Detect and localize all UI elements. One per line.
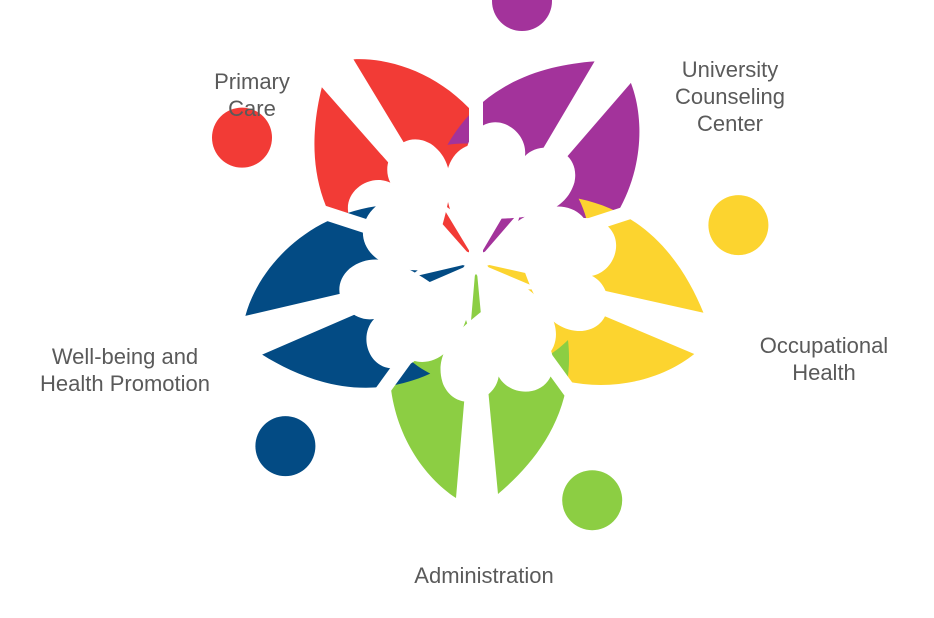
figure-head-administration (562, 470, 623, 531)
figure-arm-cutout-primary-care (347, 139, 450, 243)
figure-body-occupational-health (476, 198, 704, 385)
figure-head-occupational-health (708, 195, 769, 256)
label-well-being-health-promotion: Well-being and Health Promotion (40, 344, 210, 396)
figure-body-well-being-health-promotion (245, 206, 476, 388)
label-occupational-health: Occupational Health (759, 333, 889, 385)
separator-4 (198, 165, 479, 269)
figure-arm-cutout-university-counseling-center (465, 122, 576, 219)
label-university-counseling-center: University Counseling Center (674, 57, 786, 136)
figure-body-administration (389, 262, 570, 498)
figure-head-university-counseling-center (492, 0, 552, 31)
figure-head-primary-care (212, 107, 272, 168)
figure-head-well-being-health-promotion (255, 416, 316, 477)
label-administration: Administration (414, 563, 554, 588)
separator-1 (473, 165, 754, 269)
separator-3 (299, 257, 482, 501)
separator-2 (470, 257, 653, 501)
label-primary-care: Primary Care (214, 69, 290, 121)
